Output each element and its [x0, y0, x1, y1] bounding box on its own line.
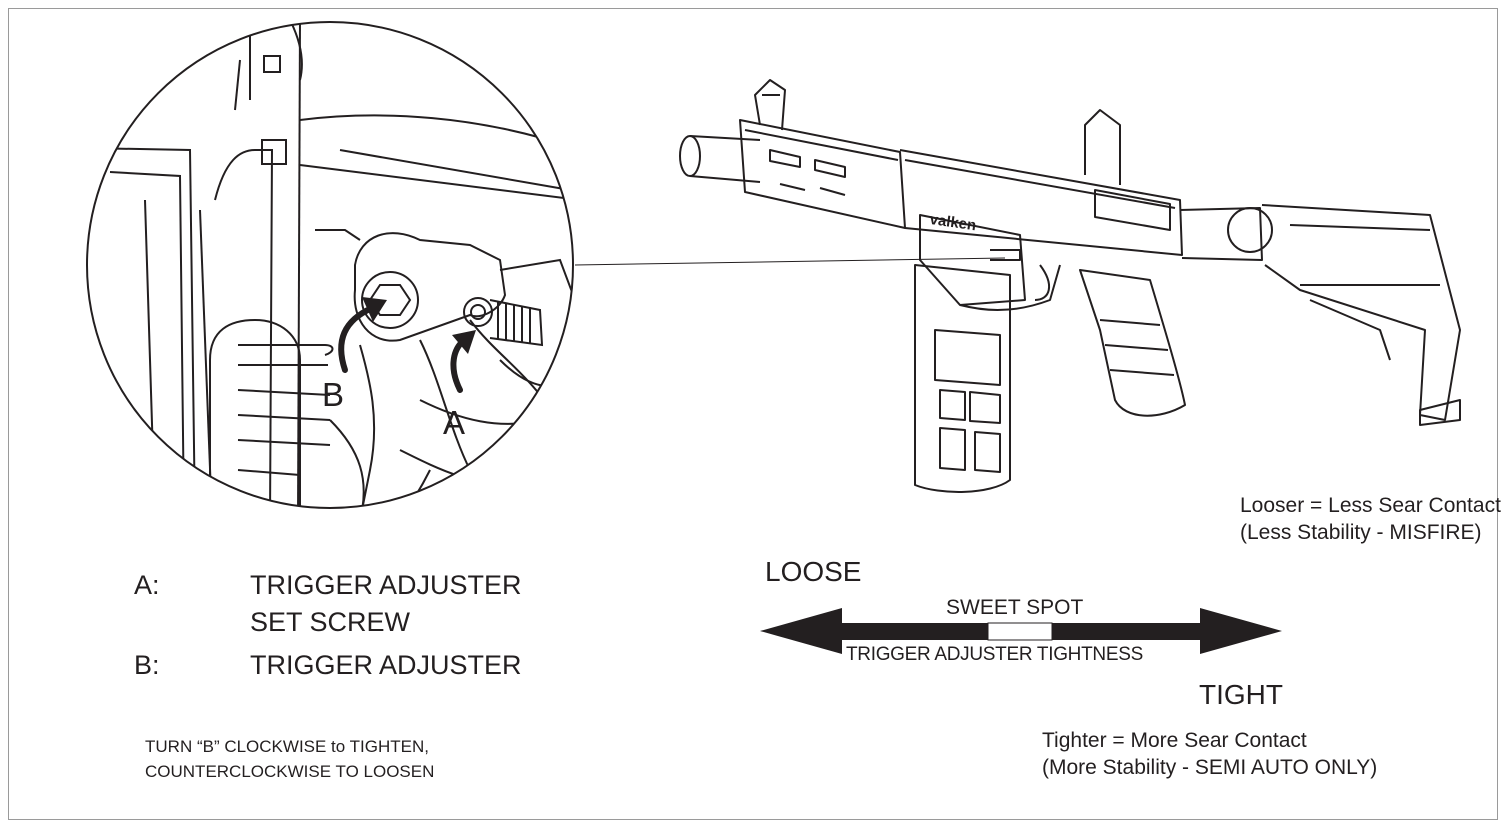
loose-label: LOOSE [765, 556, 862, 587]
instruction-line1: TURN “B” CLOCKWISE to TIGHTEN, [145, 737, 429, 756]
axis-label: TRIGGER ADJUSTER TIGHTNESS [846, 644, 1143, 665]
legend-a-line2: SET SCREW [250, 607, 411, 637]
diagram-frame [8, 8, 1498, 820]
instruction-line2: COUNTERCLOCKWISE TO LOOSEN [145, 762, 435, 781]
tight-label: TIGHT [1199, 679, 1283, 710]
looser-line1: Looser = Less Sear Contact [1240, 494, 1501, 517]
legend-b-key: B: [134, 650, 160, 680]
scale-bar-left [840, 623, 988, 640]
leader-line [574, 257, 1006, 266]
tighter-line1: Tighter = More Sear Contact [1042, 729, 1307, 752]
callout-b-label: B [322, 376, 345, 413]
loose-arrowhead [760, 608, 842, 654]
looser-line2: (Less Stability - MISFIRE) [1240, 521, 1482, 544]
legend-a-key: A: [134, 570, 160, 600]
callout-a-label: A [443, 404, 466, 441]
tighter-line2: (More Stability - SEMI AUTO ONLY) [1042, 756, 1378, 779]
zoom-detail [86, 21, 574, 509]
arrow-a [450, 330, 476, 393]
tightness-scale [760, 608, 1282, 654]
legend-a-line1: TRIGGER ADJUSTER [250, 570, 522, 600]
paintball-marker [679, 79, 1461, 493]
sweet-spot-marker [987, 622, 1053, 641]
legend-b-line1: TRIGGER ADJUSTER [250, 650, 522, 680]
tight-arrowhead [1200, 608, 1282, 654]
scale-bar-right [1052, 623, 1202, 640]
sweet-spot-label: SWEET SPOT [946, 596, 1084, 619]
arrow-b [338, 297, 387, 373]
